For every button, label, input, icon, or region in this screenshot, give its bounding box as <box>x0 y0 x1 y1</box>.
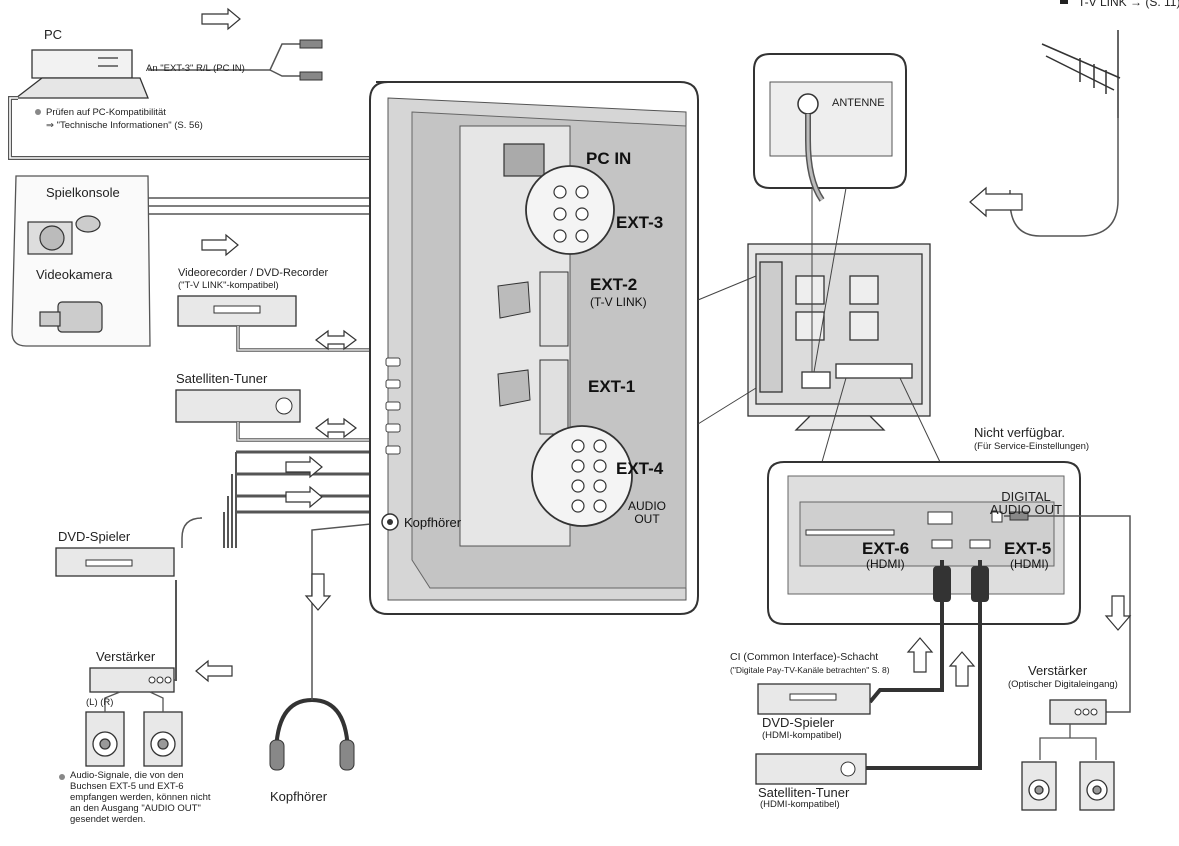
recorder-note: ("T-V LINK"-kompatibel) <box>178 280 279 291</box>
double-arrow-icon <box>315 329 357 351</box>
headphones-label: Kopfhörer <box>270 789 328 804</box>
camcorder-label: Videokamera <box>36 267 113 282</box>
dvd-player-label: DVD-Spieler <box>58 529 131 544</box>
dvd-hdmi-note: (HDMI-kompatibel) <box>762 730 842 741</box>
amplifier-label: Verstärker <box>96 649 156 664</box>
port-pc-in: PC IN <box>586 149 632 168</box>
pc-label: PC <box>44 27 63 42</box>
game-console-label: Spielkonsole <box>46 185 120 200</box>
camcorder-icon <box>39 301 103 333</box>
arrow-right-icon <box>201 233 239 257</box>
tvlink-reference: T-V LINK → (S. 11) <box>1078 0 1179 9</box>
ext4-zoom <box>531 425 633 527</box>
double-arrow-icon <box>315 417 357 439</box>
service-note: (Für Service-Einstellungen) <box>974 441 1090 452</box>
digital-audio-label-1: DIGITAL <box>1001 489 1051 504</box>
hdmi-ext6-port <box>931 539 953 549</box>
arrow-down-icon <box>1104 595 1132 631</box>
port-headphone-jack: Kopfhörer <box>404 515 462 530</box>
roof-antenna-icon <box>1041 30 1121 118</box>
port-ext1: EXT-1 <box>588 377 636 396</box>
arrow-up-icon <box>948 651 976 687</box>
port-audio-out-2: OUT <box>634 512 660 526</box>
port-ext6: EXT-6 <box>862 539 910 558</box>
speaker-right-icon <box>1021 761 1115 811</box>
port-ext2-sub: (T-V LINK) <box>590 295 647 309</box>
arrow-right-icon <box>285 485 323 509</box>
port-ext6-sub: (HDMI) <box>866 557 905 571</box>
digital-audio-label-2: AUDIO OUT <box>989 502 1063 517</box>
arrow-right-icon <box>285 455 323 479</box>
pc-cable-label: An "EXT-3" R/L (PC IN) <box>146 63 245 74</box>
port-ext2: EXT-2 <box>590 275 638 294</box>
dvd-hdmi-label: DVD-Spieler <box>762 715 835 730</box>
arrow-right-icon <box>201 7 241 31</box>
audio-note: Audio-Signale, die von den Buchsen EXT-5… <box>70 770 211 825</box>
speaker-icon <box>85 711 183 767</box>
arrow-down-icon <box>304 573 332 611</box>
amp-right-note: (Optischer Digitaleingang) <box>1008 679 1118 690</box>
port-ext3: EXT-3 <box>616 213 664 232</box>
port-ext5: EXT-5 <box>1004 539 1052 558</box>
ci-note: ("Digitale Pay-TV-Kanäle betrachten" S. … <box>730 665 890 675</box>
game-console-icon <box>27 215 101 255</box>
headphone-icon <box>274 697 350 757</box>
pc-in-connector <box>503 143 545 177</box>
scart-ext1 <box>539 359 569 435</box>
arrow-left-icon <box>195 659 233 683</box>
scart-ext2 <box>539 271 569 347</box>
pc-compat-check: Prüfen auf PC-Kompatibilität <box>46 107 166 118</box>
antenna-label: ANTENNE <box>832 97 885 109</box>
amp-right-label: Verstärker <box>1028 663 1088 678</box>
arrow-left-icon <box>969 186 1023 218</box>
source-devices-box <box>11 175 151 347</box>
port-audio-out-1: AUDIO <box>627 499 666 513</box>
ci-slot <box>805 529 895 536</box>
speaker-lr-label: (L) (R) <box>86 697 114 708</box>
pc-illustration <box>14 49 149 99</box>
port-ext4: EXT-4 <box>616 459 664 478</box>
recorder-label: Videorecorder / DVD-Recorder <box>178 267 329 279</box>
sat-hdmi-label: Satelliten-Tuner <box>758 785 850 800</box>
ci-slot-label: CI (Common Interface)-Schacht <box>730 651 879 663</box>
pc-compat-ref: ⇒ "Technische Informationen" (S. 56) <box>46 120 203 131</box>
hdmi-ext5-port <box>969 539 991 549</box>
sat-hdmi-note: (HDMI-kompatibel) <box>760 799 840 810</box>
tv-rear-illustration <box>747 243 931 431</box>
ext3-zoom <box>525 165 615 255</box>
not-available-label: Nicht verfügbar. <box>974 425 1066 440</box>
sat-tuner-label: Satelliten-Tuner <box>176 371 268 386</box>
arrow-up-icon <box>906 637 934 673</box>
port-ext5-sub: (HDMI) <box>1010 557 1049 571</box>
pc-compat-ref-text: "Technische Informationen" (S. 56) <box>56 120 203 131</box>
